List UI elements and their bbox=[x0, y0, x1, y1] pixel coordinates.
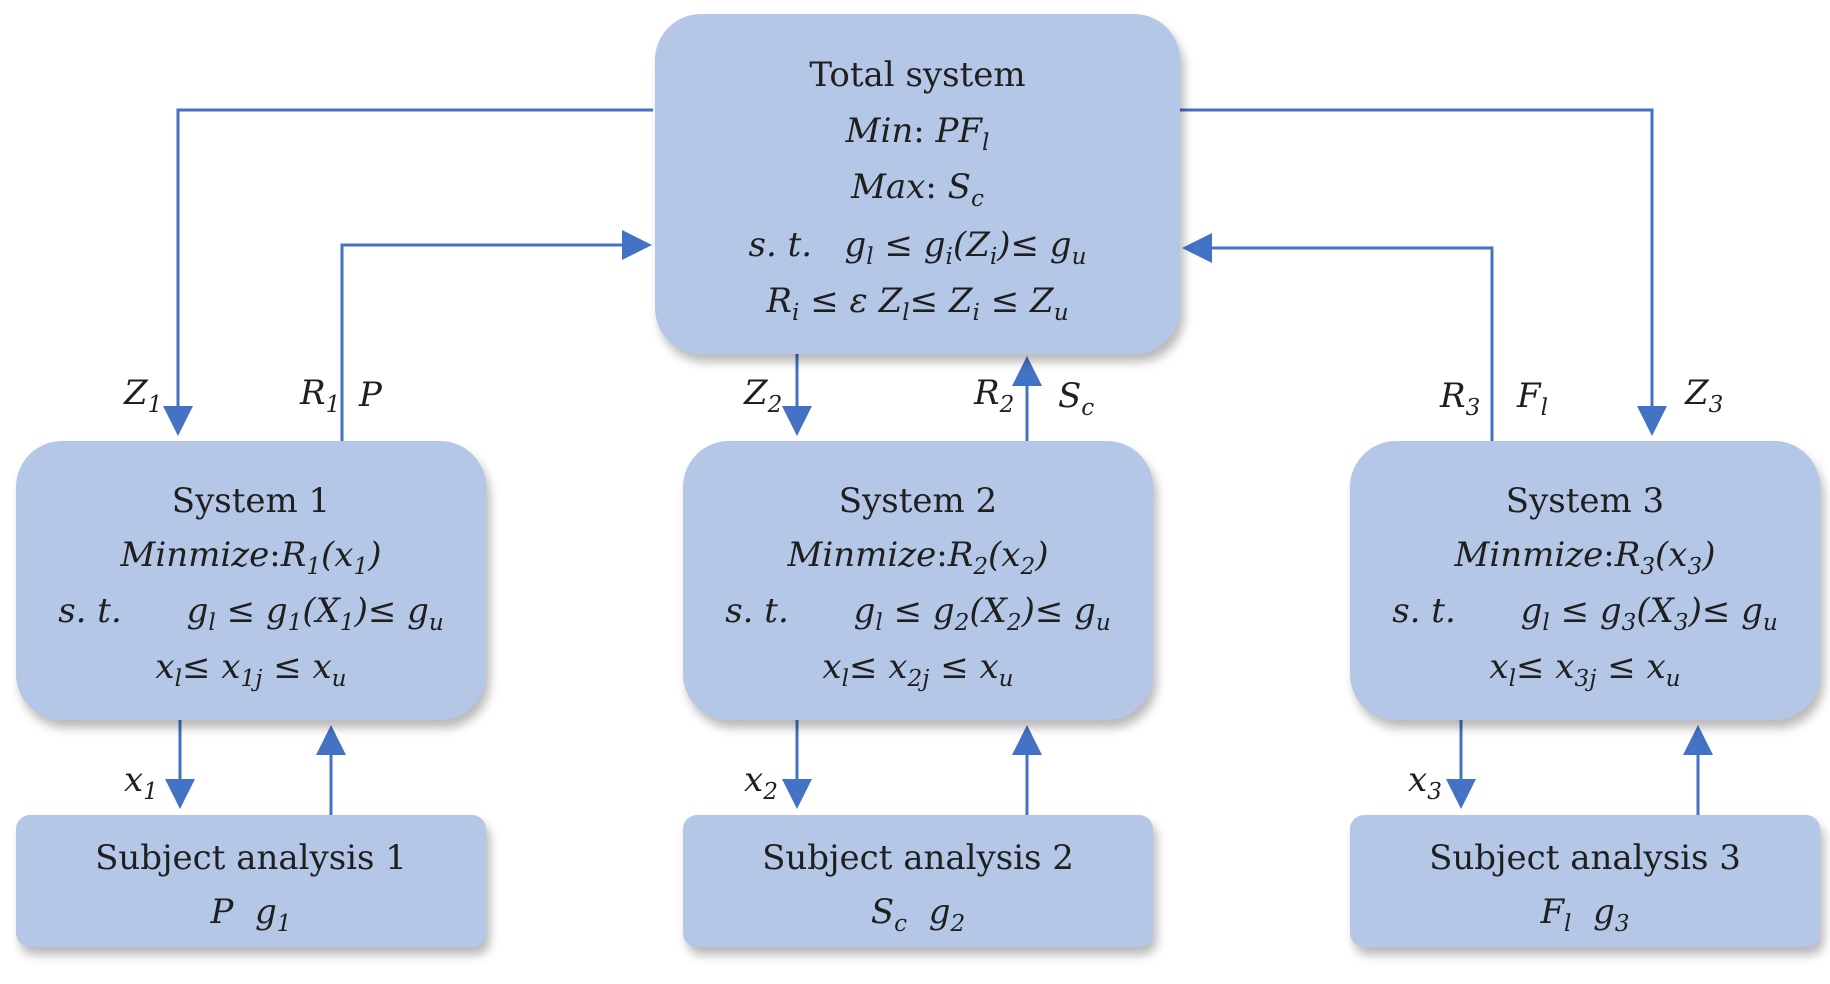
subject-analysis-2-title: Subject analysis 2 bbox=[762, 838, 1074, 878]
system-1-objective: Minmize:R1(x1) bbox=[120, 535, 382, 581]
subject-analysis-3-box: Subject analysis 3 Fl g3 bbox=[1350, 815, 1820, 947]
arrow-system-1-to-total bbox=[340, 230, 652, 441]
subject-analysis-2-variables: Sc g2 bbox=[870, 892, 966, 938]
subject-analysis-2-box: Subject analysis 2 Sc g2 bbox=[683, 815, 1153, 947]
system-2-constraint-1: s. t. gl ≤ g2(X2)≤ gu bbox=[725, 591, 1111, 637]
total-system-title: Total system bbox=[809, 55, 1026, 95]
system-2-box: System 2 Minmize:R2(x2) s. t. gl ≤ g2(X2… bbox=[683, 441, 1153, 720]
total-system-constraint-1: s. t. gl ≤ gi(Zi)≤ gu bbox=[748, 225, 1087, 271]
system-1-box: System 1 Minmize:R1(x1) s. t. gl ≤ g1(X1… bbox=[16, 441, 486, 720]
subject-analysis-1-variables: P g1 bbox=[210, 892, 292, 938]
system-3-constraint-1: s. t. gl ≤ g3(X3)≤ gu bbox=[1392, 591, 1778, 637]
system-3-objective: Minmize:R3(x3) bbox=[1454, 535, 1716, 581]
label-x1: x1 bbox=[124, 760, 158, 806]
system-1-constraint-2: xl≤ x1j ≤ xu bbox=[155, 647, 347, 693]
label-r3: R3 bbox=[1440, 376, 1481, 422]
system-1-constraint-1: s. t. gl ≤ g1(X1)≤ gu bbox=[58, 591, 444, 637]
system-3-title: System 3 bbox=[1505, 481, 1665, 521]
arrow-total-to-system-3 bbox=[1175, 108, 1667, 436]
total-system-objective-max: Max: Sc bbox=[851, 167, 984, 213]
label-z3: Z3 bbox=[1685, 373, 1724, 419]
system-3-box: System 3 Minmize:R3(x3) s. t. gl ≤ g3(X3… bbox=[1350, 441, 1820, 720]
system-3-constraint-2: xl≤ x3j ≤ xu bbox=[1489, 647, 1681, 693]
system-2-title: System 2 bbox=[838, 481, 998, 521]
subject-analysis-3-variables: Fl g3 bbox=[1540, 892, 1630, 938]
system-1-title: System 1 bbox=[171, 481, 331, 521]
system-2-objective: Minmize:R2(x2) bbox=[787, 535, 1049, 581]
label-sc: Sc bbox=[1058, 376, 1095, 422]
total-system-box: Total system Min: PFl Max: Sc s. t. gl ≤… bbox=[655, 14, 1180, 354]
arrow-system-3-to-total bbox=[1182, 233, 1494, 441]
label-x3: x3 bbox=[1408, 760, 1442, 806]
label-r2: R2 bbox=[974, 373, 1015, 419]
total-system-objective-min: Min: PFl bbox=[845, 111, 990, 157]
total-system-constraint-2: Ri ≤ ε Zl≤ Zi ≤ Zu bbox=[766, 281, 1069, 327]
subject-analysis-1-box: Subject analysis 1 P g1 bbox=[16, 815, 486, 947]
system-2-constraint-2: xl≤ x2j ≤ xu bbox=[822, 647, 1014, 693]
subject-analysis-1-title: Subject analysis 1 bbox=[95, 838, 407, 878]
label-z2: Z2 bbox=[744, 373, 783, 419]
arrow-total-to-system-1 bbox=[163, 108, 653, 436]
subject-analysis-3-title: Subject analysis 3 bbox=[1429, 838, 1741, 878]
label-x2: x2 bbox=[744, 760, 778, 806]
label-r1: R1 bbox=[300, 373, 341, 419]
label-fl: Fl bbox=[1517, 376, 1548, 422]
label-p: P bbox=[359, 375, 382, 415]
label-z1: Z1 bbox=[124, 373, 163, 419]
